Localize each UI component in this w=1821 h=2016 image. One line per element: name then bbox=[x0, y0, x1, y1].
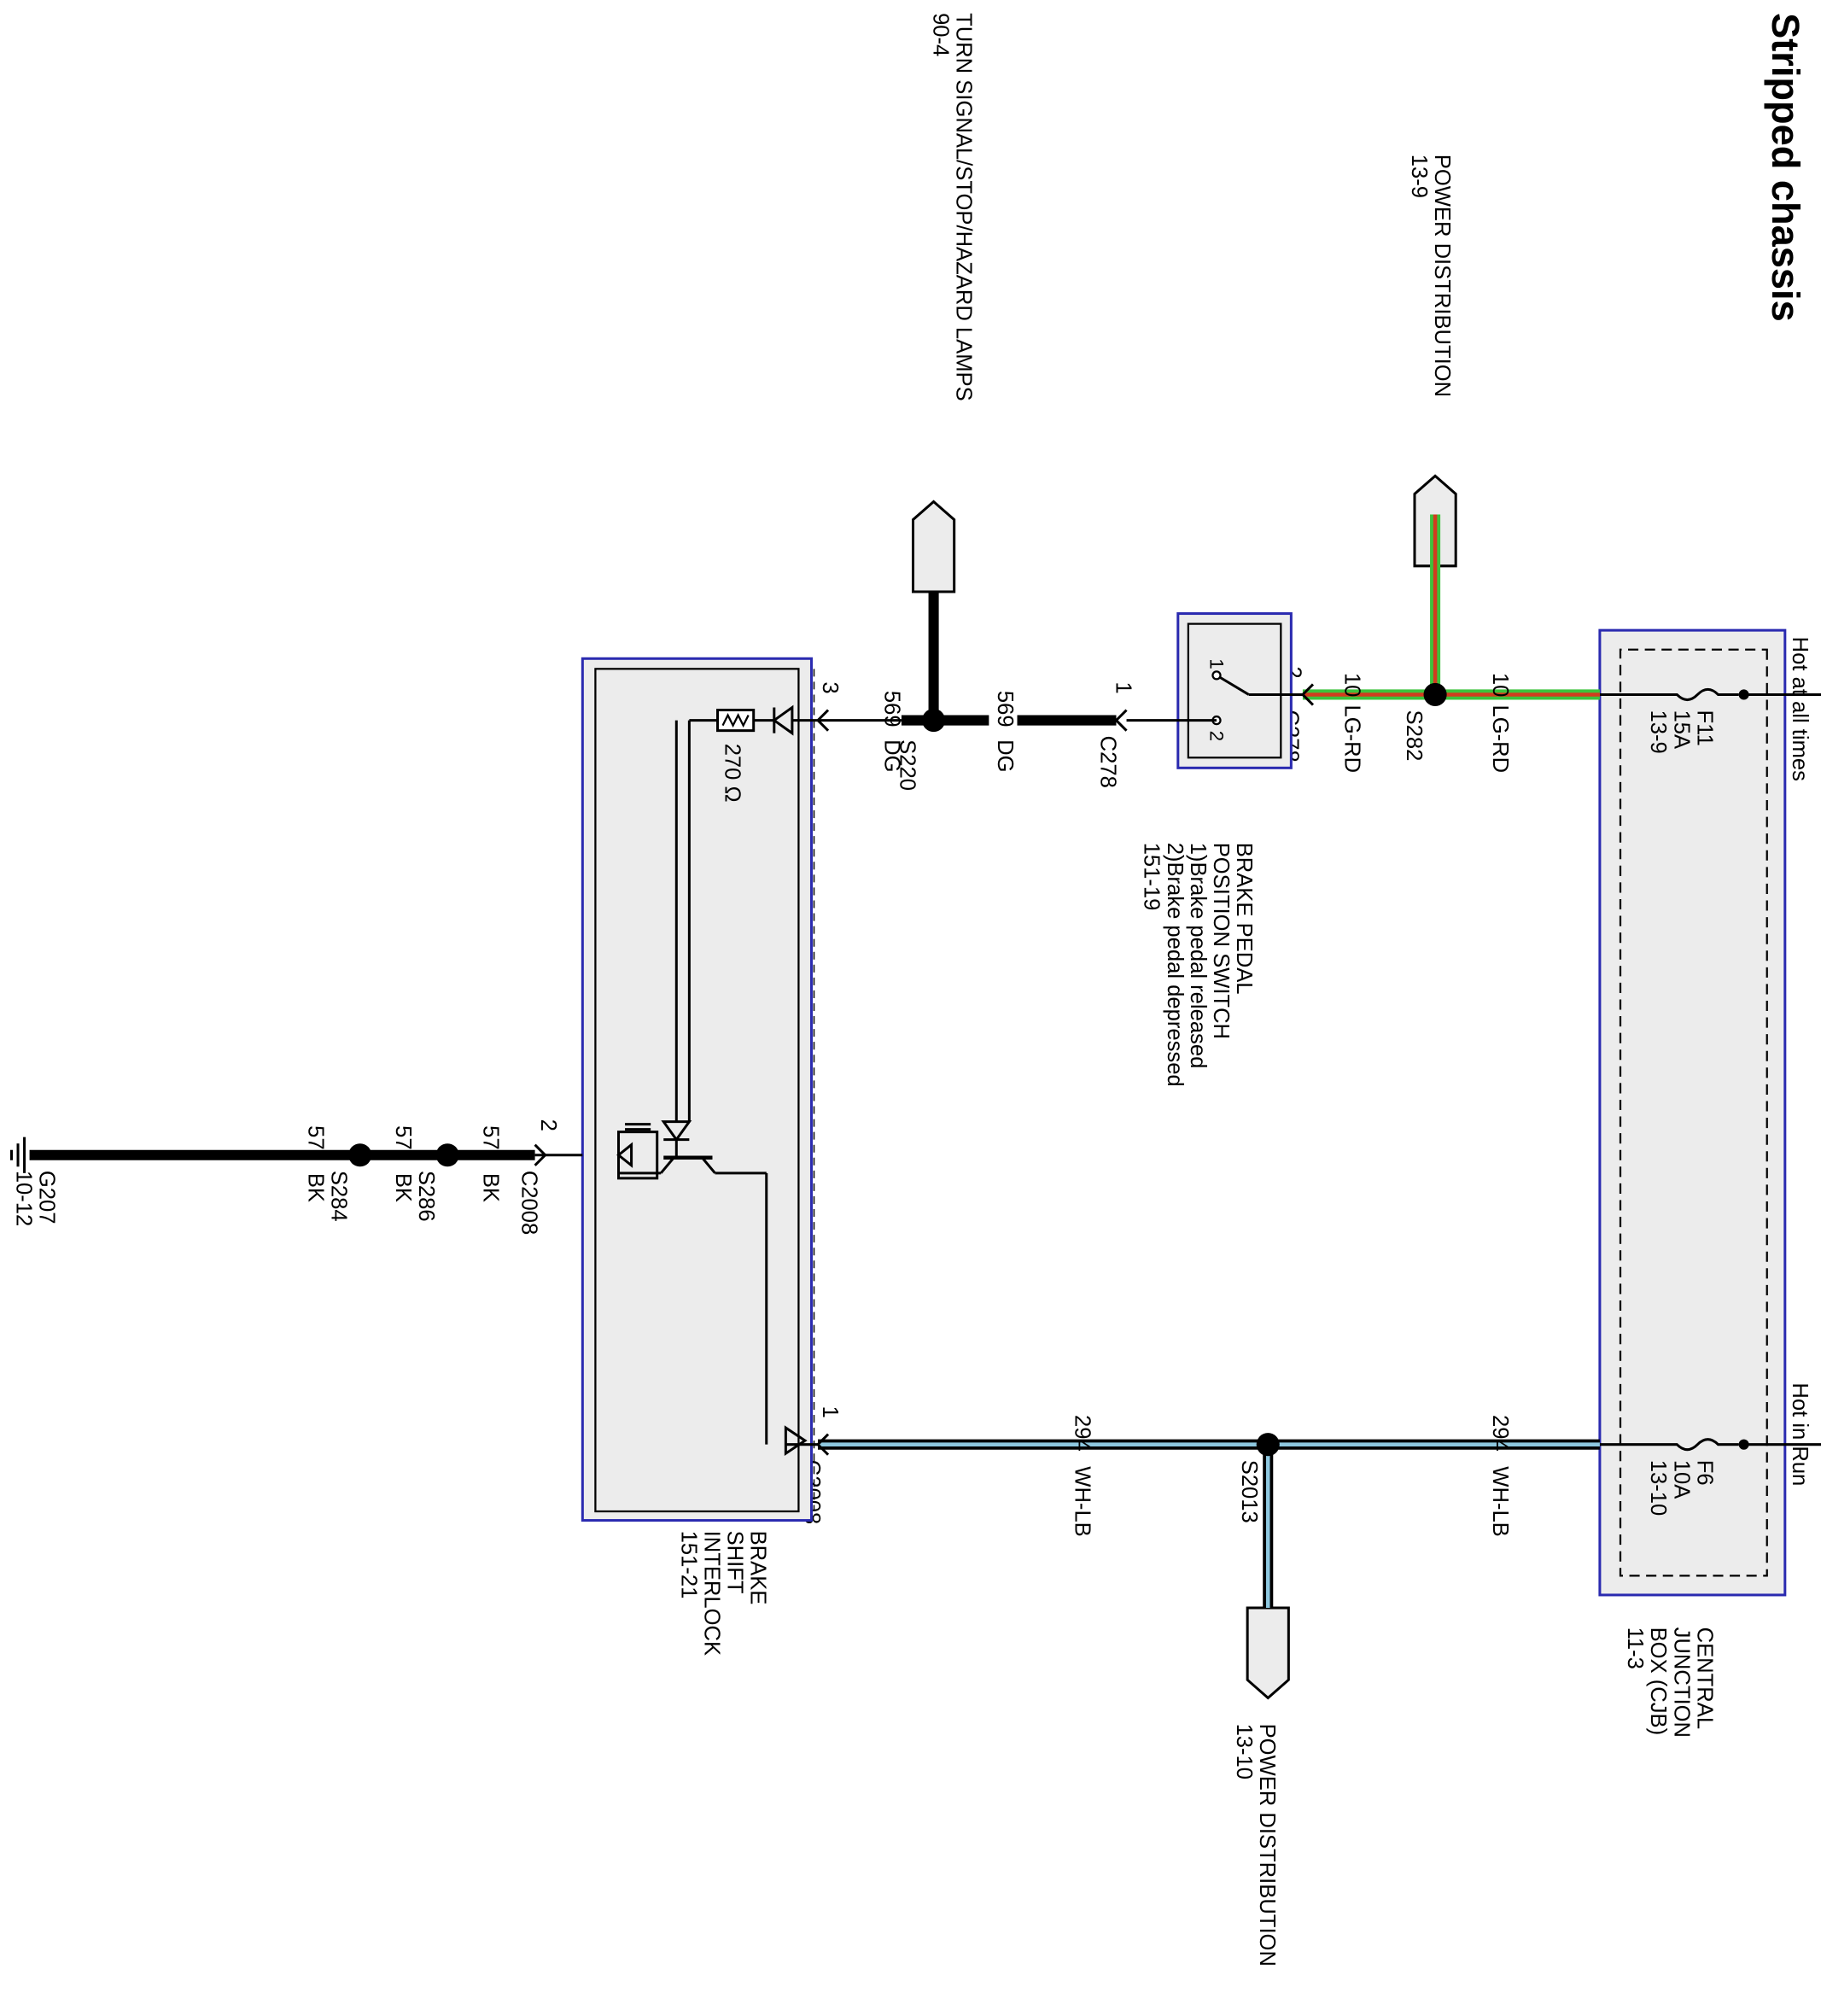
circuit-color: DG bbox=[879, 739, 903, 772]
circuit-number: 57 bbox=[391, 1125, 415, 1149]
ground-symbol bbox=[9, 1137, 26, 1173]
diode-symbol bbox=[784, 1425, 808, 1457]
connector-label: C2008 bbox=[517, 1171, 541, 1235]
splice-s220 bbox=[922, 709, 946, 733]
diode-symbol bbox=[661, 1120, 692, 1142]
circuit-color: LG-RD bbox=[1340, 705, 1364, 774]
interlock-label-line: INTERLOCK bbox=[699, 1531, 723, 1656]
circuit-color: LG-RD bbox=[1488, 705, 1512, 774]
interlock-label-line: 151-21 bbox=[676, 1531, 700, 1599]
fuse-ref: 13-9 bbox=[1646, 710, 1670, 754]
connector-arrow bbox=[1114, 709, 1128, 732]
cjb-label-line: 11-3 bbox=[1623, 1627, 1647, 1669]
circuit-number: 10 bbox=[1340, 673, 1364, 697]
pin-label: 1 bbox=[818, 1405, 842, 1417]
fuse-ref: 13-10 bbox=[1646, 1460, 1670, 1516]
splice-s286 bbox=[435, 1143, 459, 1167]
brake-pedal-switch: 1 2 bbox=[1126, 612, 1303, 769]
interlock-label-line: BRAKE bbox=[746, 1531, 770, 1605]
offpage-ref: 13-10 bbox=[1232, 1724, 1256, 1779]
fuse-f6-labels: F6 10A 13-10 bbox=[1646, 1460, 1716, 1516]
fuse-f6-symbol bbox=[1599, 1438, 1739, 1452]
switch-label-line: 151-19 bbox=[1140, 843, 1164, 911]
led-symbol bbox=[772, 704, 794, 736]
offpage-name: POWER DISTRIBUTION bbox=[1255, 1724, 1279, 1966]
interlock-outline bbox=[581, 657, 813, 1522]
fuse-f11-symbol bbox=[1599, 687, 1739, 701]
cjb-label-line: BOX (CJB) bbox=[1646, 1627, 1670, 1736]
fuse-f11-labels: F11 15A 13-9 bbox=[1646, 710, 1716, 754]
power-distribution-top-label: POWER DISTRIBUTION 13-9 bbox=[1407, 155, 1454, 397]
wire-circuit-10 bbox=[1302, 514, 1600, 700]
switch-inner bbox=[1187, 622, 1282, 759]
connector-label: C278 bbox=[1095, 736, 1119, 788]
pin-label: 2 bbox=[536, 1119, 560, 1131]
splice-label: S2013 bbox=[1237, 1460, 1261, 1523]
splice-label: S286 bbox=[414, 1171, 438, 1222]
interlock-label: BRAKE SHIFT INTERLOCK 151-21 bbox=[676, 1531, 769, 1656]
circuit-number: 57 bbox=[303, 1125, 327, 1149]
splice-s284 bbox=[348, 1143, 372, 1167]
fuse-rating: 10A bbox=[1669, 1460, 1693, 1499]
circuit-number: 294 bbox=[1070, 1415, 1094, 1452]
switch-pos-2: 2 bbox=[1205, 731, 1227, 742]
circuit-number: 569 bbox=[993, 691, 1017, 728]
offpage-ref: 13-9 bbox=[1407, 155, 1431, 198]
offpage-name: POWER DISTRIBUTION bbox=[1430, 155, 1454, 397]
switch-blade bbox=[1216, 674, 1250, 696]
hot-in-run-label: Hot in Run bbox=[1788, 1382, 1812, 1486]
brake-shift-interlock: 270 Ω bbox=[581, 657, 819, 1522]
circuit-color: BK bbox=[478, 1173, 502, 1202]
resistor-label: 270 Ω bbox=[721, 744, 744, 803]
ground-label: G207 bbox=[35, 1171, 59, 1224]
pin-label: 1 bbox=[1111, 681, 1135, 693]
switch-pos-1: 1 bbox=[1205, 658, 1227, 669]
offpage-name: TURN SIGNAL/STOP/HAZARD LAMPS bbox=[952, 13, 976, 401]
offpage-ref: 90-4 bbox=[929, 13, 953, 56]
splice-label: S284 bbox=[327, 1171, 351, 1222]
circuit-color: WH-LB bbox=[1070, 1466, 1094, 1536]
circuit-number: 294 bbox=[1488, 1415, 1512, 1452]
switch-label-line: BRAKE PEDAL bbox=[1232, 843, 1256, 995]
ground-ref: 10-12 bbox=[12, 1171, 36, 1226]
power-distribution-bottom-label: POWER DISTRIBUTION 13-10 bbox=[1232, 1724, 1279, 1966]
circuit-number: 569 bbox=[879, 691, 903, 728]
splice-s2013 bbox=[1256, 1433, 1280, 1457]
circuit-color: BK bbox=[391, 1173, 415, 1202]
cjb-label-line: JUNCTION bbox=[1669, 1627, 1693, 1738]
splice-label: S220 bbox=[895, 739, 919, 791]
switch-label-line: 1)Brake pedal released bbox=[1186, 843, 1210, 1069]
fuse-f6-node bbox=[1738, 1439, 1749, 1450]
circuit-color: BK bbox=[303, 1173, 327, 1202]
diagram-title: Stripped chassis bbox=[1764, 13, 1807, 322]
interlock-inner bbox=[594, 668, 800, 1513]
fuse-name: F11 bbox=[1692, 710, 1716, 746]
splice-label: S282 bbox=[1402, 710, 1426, 762]
offpage-connector-power-bottom bbox=[1246, 1606, 1290, 1700]
wire-circuit-294 bbox=[818, 1439, 1600, 1608]
cjb-outline bbox=[1598, 628, 1787, 1597]
cjb-label-line: CENTRAL bbox=[1692, 1627, 1716, 1729]
circuit-number: 10 bbox=[1488, 673, 1512, 697]
turn-signal-label: TURN SIGNAL/STOP/HAZARD LAMPS 90-4 bbox=[929, 13, 976, 401]
hot-at-all-times-label: Hot at all times bbox=[1788, 637, 1812, 781]
circuit-number: 57 bbox=[478, 1125, 502, 1149]
fuse-rating: 15A bbox=[1669, 710, 1693, 750]
circuit-color: WH-LB bbox=[1488, 1466, 1512, 1536]
interlock-label-line: SHIFT bbox=[723, 1531, 747, 1594]
switch-label-line: 2)Brake pedal depressed bbox=[1163, 843, 1187, 1087]
central-junction-box: CENTRAL JUNCTION BOX (CJB) 11-3 bbox=[1598, 628, 1787, 1738]
brake-switch-label: BRAKE PEDAL POSITION SWITCH 1)Brake peda… bbox=[1140, 843, 1256, 1087]
offpage-connector-turn-signal bbox=[911, 500, 956, 593]
connector-arrow bbox=[534, 1143, 547, 1166]
splice-s282 bbox=[1423, 682, 1447, 707]
circuit-color: DG bbox=[993, 739, 1017, 772]
pin-label: 3 bbox=[818, 681, 842, 693]
switch-outline bbox=[1176, 612, 1293, 769]
fuse-name: F6 bbox=[1692, 1460, 1716, 1486]
switch-label-line: POSITION SWITCH bbox=[1209, 843, 1233, 1039]
fuse-f11-node bbox=[1738, 689, 1749, 700]
